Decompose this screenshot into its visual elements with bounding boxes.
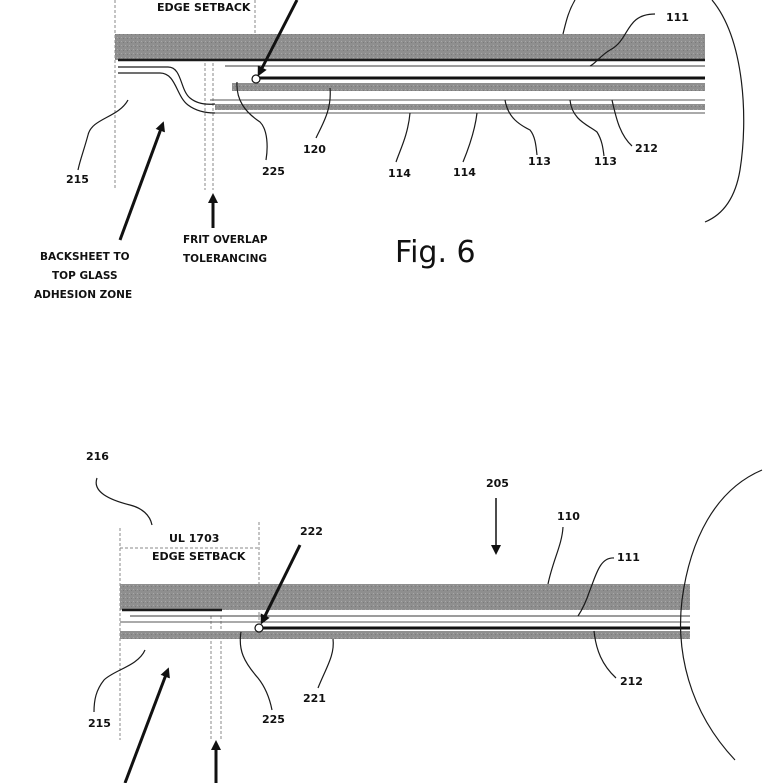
figure-6: EDGE SETBACK 111 120 — [34, 0, 745, 301]
ul-1703-label: UL 1703 — [169, 532, 219, 545]
leader-114a — [395, 112, 411, 163]
frit-caption-line1: FRIT OVERLAP — [183, 234, 268, 246]
leader-114b — [462, 112, 478, 163]
backsheet-caption-line2: TOP GLASS — [52, 270, 118, 282]
backsheet-caption-line1: BACKSHEET TO — [40, 251, 130, 263]
contact-dot-7 — [254, 623, 264, 633]
leader-110 — [547, 526, 564, 585]
figure-7: 216 UL 1703 EDGE SETBACK 222 205 — [86, 450, 763, 783]
backsheet-arrow — [118, 121, 165, 241]
leader-225 — [236, 81, 268, 161]
ref-225: 225 — [262, 165, 285, 178]
ref-212-7: 212 — [620, 675, 643, 688]
arrow-222 — [260, 544, 302, 625]
ref-215-7: 215 — [88, 717, 111, 730]
frit-caption-line2: TOLERANCING — [183, 253, 267, 265]
backsheet-strip-7 — [120, 631, 690, 639]
contact-dot — [251, 74, 261, 84]
backsheet-profile-inner — [118, 72, 216, 114]
ref-111: 111 — [666, 11, 689, 24]
backsheet-profile-outer — [118, 66, 216, 105]
leader-215 — [77, 99, 129, 171]
leader-113a — [504, 99, 538, 156]
ref-212: 212 — [635, 142, 658, 155]
ref-205: 205 — [486, 477, 509, 490]
leader-225-7 — [239, 631, 273, 711]
leader-216 — [95, 477, 153, 526]
edge-setback-label: EDGE SETBACK — [157, 1, 251, 14]
leader-215-7 — [93, 649, 146, 713]
top-glass-layer-7 — [120, 584, 690, 610]
ref-222: 222 — [300, 525, 323, 538]
leader-212-7 — [593, 630, 617, 679]
ref-216: 216 — [86, 450, 109, 463]
ref-120: 120 — [303, 143, 326, 156]
leader-111-7 — [577, 557, 615, 617]
ref-113a: 113 — [528, 155, 551, 168]
arrow-to-contact — [257, 0, 299, 77]
ref-221: 221 — [303, 692, 326, 705]
leader-120 — [315, 87, 331, 139]
edge-setback-label-7: EDGE SETBACK — [152, 550, 246, 563]
top-glass-layer — [115, 34, 705, 60]
frit-strip — [232, 83, 705, 91]
ref-114a: 114 — [388, 167, 411, 180]
ref-225-7: 225 — [262, 713, 285, 726]
leader-221 — [317, 638, 334, 689]
backsheet-strip — [215, 104, 705, 110]
figure-6-caption: Fig. 6 — [395, 235, 476, 270]
ref-111-7: 111 — [617, 551, 640, 564]
leader-111 — [589, 13, 656, 67]
ref-215: 215 — [66, 173, 89, 186]
leader-212 — [611, 99, 633, 147]
leader-top-layer — [562, 0, 576, 35]
ref-114b: 114 — [453, 166, 476, 179]
ref-113b: 113 — [594, 155, 617, 168]
backsheet-arrow-7 — [123, 667, 170, 783]
module-edge-curve — [704, 0, 745, 223]
module-edge-curve-7 — [679, 469, 763, 761]
leader-113b — [569, 99, 605, 157]
backsheet-caption-line3: ADHESION ZONE — [34, 289, 132, 301]
ref-110: 110 — [557, 510, 580, 523]
